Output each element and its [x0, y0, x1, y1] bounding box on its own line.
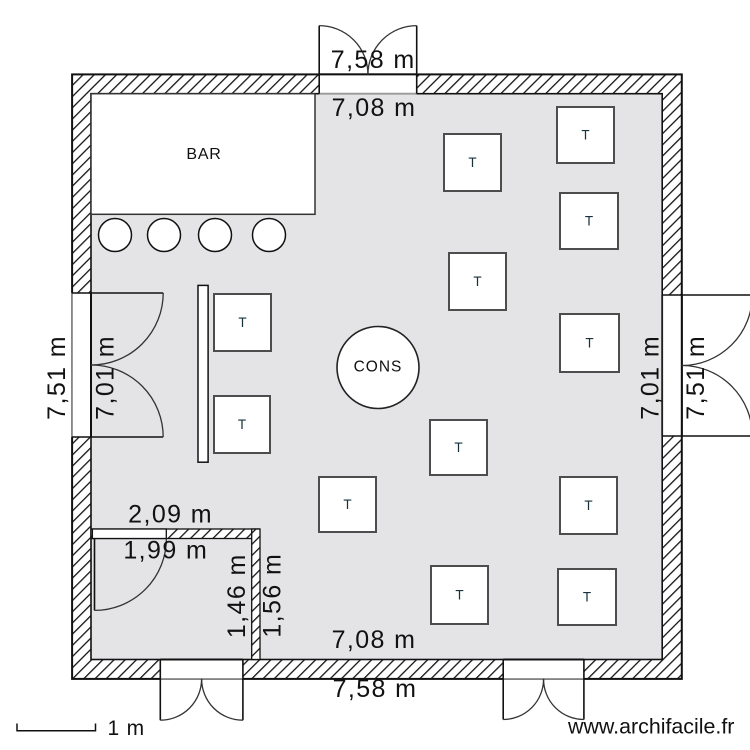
- svg-text:T: T: [238, 417, 246, 432]
- svg-text:7,58 m: 7,58 m: [333, 675, 418, 703]
- svg-text:T: T: [238, 315, 246, 330]
- svg-text:T: T: [581, 128, 589, 143]
- svg-text:2,09 m: 2,09 m: [128, 501, 213, 529]
- svg-text:T: T: [583, 590, 591, 605]
- svg-text:7,51 m: 7,51 m: [682, 335, 710, 420]
- svg-text:T: T: [343, 497, 351, 512]
- svg-text:7,51 m: 7,51 m: [43, 335, 71, 420]
- svg-text:1,99 m: 1,99 m: [123, 537, 208, 565]
- svg-text:T: T: [454, 440, 462, 455]
- svg-text:T: T: [468, 155, 476, 170]
- svg-text:7,08 m: 7,08 m: [332, 94, 417, 122]
- svg-text:CONS: CONS: [354, 359, 403, 376]
- svg-text:7,08 m: 7,08 m: [332, 626, 417, 654]
- svg-text:1,56 m: 1,56 m: [259, 553, 287, 638]
- svg-text:T: T: [473, 274, 481, 289]
- svg-text:T: T: [585, 214, 593, 229]
- svg-text:7,58 m: 7,58 m: [331, 46, 416, 74]
- svg-text:T: T: [584, 498, 592, 513]
- svg-text:BAR: BAR: [186, 146, 221, 163]
- svg-text:www.archifacile.fr: www.archifacile.fr: [567, 714, 734, 738]
- svg-text:T: T: [455, 588, 463, 603]
- svg-text:7,01 m: 7,01 m: [637, 335, 665, 420]
- svg-text:7,01 m: 7,01 m: [92, 335, 120, 420]
- svg-text:T: T: [585, 336, 593, 351]
- svg-text:1 m: 1 m: [108, 717, 145, 740]
- svg-text:1,46 m: 1,46 m: [223, 553, 251, 638]
